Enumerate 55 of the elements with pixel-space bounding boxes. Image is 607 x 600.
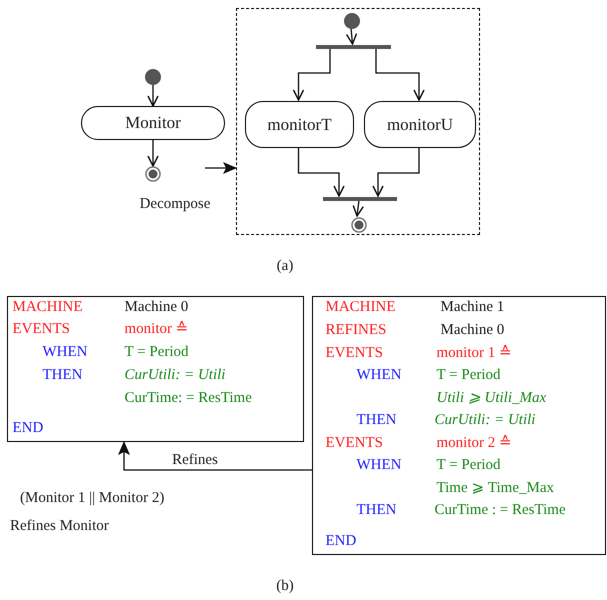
code-text: WHEN bbox=[356, 456, 402, 474]
arrow bbox=[147, 85, 159, 107]
dashed-frame bbox=[236, 8, 480, 235]
arrow bbox=[292, 48, 331, 101]
code-text: REFINES bbox=[326, 320, 386, 338]
end-node bbox=[351, 217, 367, 233]
start-node bbox=[344, 13, 360, 29]
arrow bbox=[298, 147, 345, 197]
arrow bbox=[375, 48, 425, 101]
code-text: MACHINE bbox=[326, 298, 396, 316]
code-text: Utili ⩾ Utili_Max bbox=[436, 388, 546, 406]
panel-caption: (b) bbox=[275, 577, 295, 596]
code-text: T = Period bbox=[436, 456, 501, 474]
code-panel bbox=[312, 296, 606, 555]
action-node: Monitor bbox=[81, 106, 225, 140]
code-panel bbox=[7, 296, 304, 442]
code-text: Machine 0 bbox=[124, 298, 188, 316]
code-text: Machine 1 bbox=[440, 298, 504, 316]
code-text: EVENTS bbox=[326, 344, 383, 362]
code-text: Machine 0 bbox=[440, 320, 504, 338]
code-text: MACHINE bbox=[12, 298, 82, 316]
code-text: WHEN bbox=[42, 342, 88, 360]
end-node bbox=[145, 166, 161, 182]
code-text: T = Period bbox=[436, 366, 501, 384]
start-node bbox=[145, 69, 161, 85]
code-text: monitor 1 ≙ bbox=[436, 344, 512, 362]
code-text: THEN bbox=[42, 366, 82, 384]
arrow bbox=[346, 28, 358, 45]
arrow bbox=[205, 162, 237, 174]
sync-bar bbox=[316, 45, 391, 49]
code-text: THEN bbox=[356, 500, 396, 518]
sync-bar bbox=[323, 197, 397, 201]
code-text: EVENTS bbox=[12, 320, 70, 338]
code-text: CurTime: = ResTime bbox=[124, 388, 252, 406]
code-text: monitor 2 ≙ bbox=[436, 434, 512, 452]
code-text: monitor ≙ bbox=[124, 320, 189, 338]
action-node: monitorT bbox=[245, 101, 354, 148]
code-text: END bbox=[326, 532, 356, 550]
arrow bbox=[372, 147, 420, 197]
note-text: (Monitor 1 || Monitor 2) bbox=[20, 489, 164, 508]
code-text: CurTime : = ResTime bbox=[434, 500, 566, 518]
code-text: THEN bbox=[356, 410, 396, 428]
note-text: Refines Monitor bbox=[10, 517, 109, 536]
code-text: END bbox=[12, 418, 44, 436]
code-text: CurUtili: = Utili bbox=[434, 410, 536, 428]
code-text: EVENTS bbox=[326, 434, 383, 452]
code-text: T = Period bbox=[124, 342, 189, 360]
panel-caption: (a) bbox=[276, 257, 294, 276]
arrow bbox=[118, 441, 312, 471]
arrow bbox=[147, 140, 159, 167]
code-text: Time ⩾ Time_Max bbox=[436, 478, 554, 496]
action-node: monitorU bbox=[364, 101, 476, 148]
code-text: WHEN bbox=[356, 366, 402, 384]
arrow bbox=[352, 200, 364, 217]
code-text: CurUtili: = Utili bbox=[124, 366, 226, 384]
